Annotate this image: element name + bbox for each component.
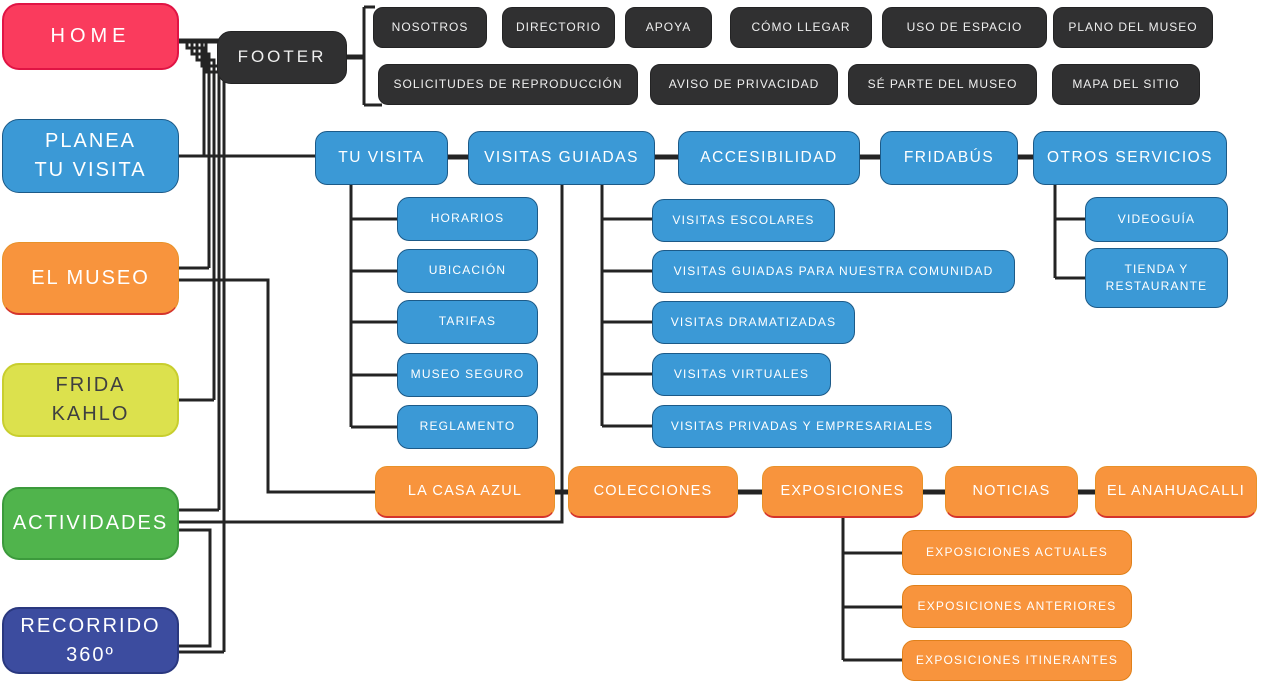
- node-visitas-virtuales: VISITAS VIRTUALES: [652, 353, 831, 396]
- node-exposiciones-actuales: EXPOSICIONES ACTUALES: [902, 530, 1132, 575]
- node-accesibilidad: ACCESIBILIDAD: [678, 131, 860, 185]
- node-tu-visita: TU VISITA: [315, 131, 448, 185]
- node-frida-kahlo: FRIDA KAHLO: [2, 363, 179, 437]
- footer-link-plano-del-museo: PLANO DEL MUSEO: [1053, 7, 1213, 48]
- node-visitas-guiadas: VISITAS GUIADAS: [468, 131, 655, 185]
- node-visitas-dramatizadas: VISITAS DRAMATIZADAS: [652, 301, 855, 344]
- node-reglamento: REGLAMENTO: [397, 405, 538, 449]
- footer-link-solicitudes-de-reproduccion: SOLICITUDES DE REPRODUCCIÓN: [378, 64, 638, 105]
- node-la-casa-azul: LA CASA AZUL: [375, 466, 555, 518]
- footer-link-nosotros: NOSOTROS: [373, 7, 487, 48]
- node-fridabus: FRIDABÚS: [880, 131, 1018, 185]
- node-exposiciones-itinerantes: EXPOSICIONES ITINERANTES: [902, 640, 1132, 681]
- node-tarifas: TARIFAS: [397, 300, 538, 344]
- node-ubicacion: UBICACIÓN: [397, 249, 538, 293]
- footer-link-apoya: APOYA: [625, 7, 712, 48]
- node-el-anahuacalli: EL ANAHUACALLI: [1095, 466, 1257, 518]
- footer-link-como-llegar: CÓMO LLEGAR: [730, 7, 872, 48]
- footer-link-mapa-del-sitio: MAPA DEL SITIO: [1052, 64, 1200, 105]
- node-home: HOME: [2, 3, 179, 70]
- node-museo-seguro: MUSEO SEGURO: [397, 353, 538, 397]
- footer-link-uso-de-espacio: USO DE ESPACIO: [882, 7, 1047, 48]
- footer-link-se-parte-del-museo: SÉ PARTE DEL MUSEO: [848, 64, 1037, 105]
- node-noticias: NOTICIAS: [945, 466, 1078, 518]
- node-actividades: ACTIVIDADES: [2, 487, 179, 560]
- node-footer: FOOTER: [217, 31, 347, 84]
- node-otros-servicios: OTROS SERVICIOS: [1033, 131, 1227, 185]
- node-visitas-guiadas-comunidad: VISITAS GUIADAS PARA NUESTRA COMUNIDAD: [652, 250, 1015, 293]
- node-tienda-y-restaurante: TIENDA Y RESTAURANTE: [1085, 248, 1228, 308]
- node-colecciones: COLECCIONES: [568, 466, 738, 518]
- node-visitas-escolares: VISITAS ESCOLARES: [652, 199, 835, 242]
- footer-link-directorio: DIRECTORIO: [502, 7, 615, 48]
- node-recorrido-360: RECORRIDO 360º: [2, 607, 179, 674]
- node-exposiciones: EXPOSICIONES: [762, 466, 923, 518]
- node-horarios: HORARIOS: [397, 197, 538, 241]
- footer-link-aviso-de-privacidad: AVISO DE PRIVACIDAD: [650, 64, 838, 105]
- node-videoguia: VIDEOGUÍA: [1085, 197, 1228, 242]
- node-visitas-privadas-empresariales: VISITAS PRIVADAS Y EMPRESARIALES: [652, 405, 952, 448]
- node-exposiciones-anteriores: EXPOSICIONES ANTERIORES: [902, 585, 1132, 628]
- node-planea-tu-visita: PLANEA TU VISITA: [2, 119, 179, 193]
- node-el-museo: EL MUSEO: [2, 242, 179, 315]
